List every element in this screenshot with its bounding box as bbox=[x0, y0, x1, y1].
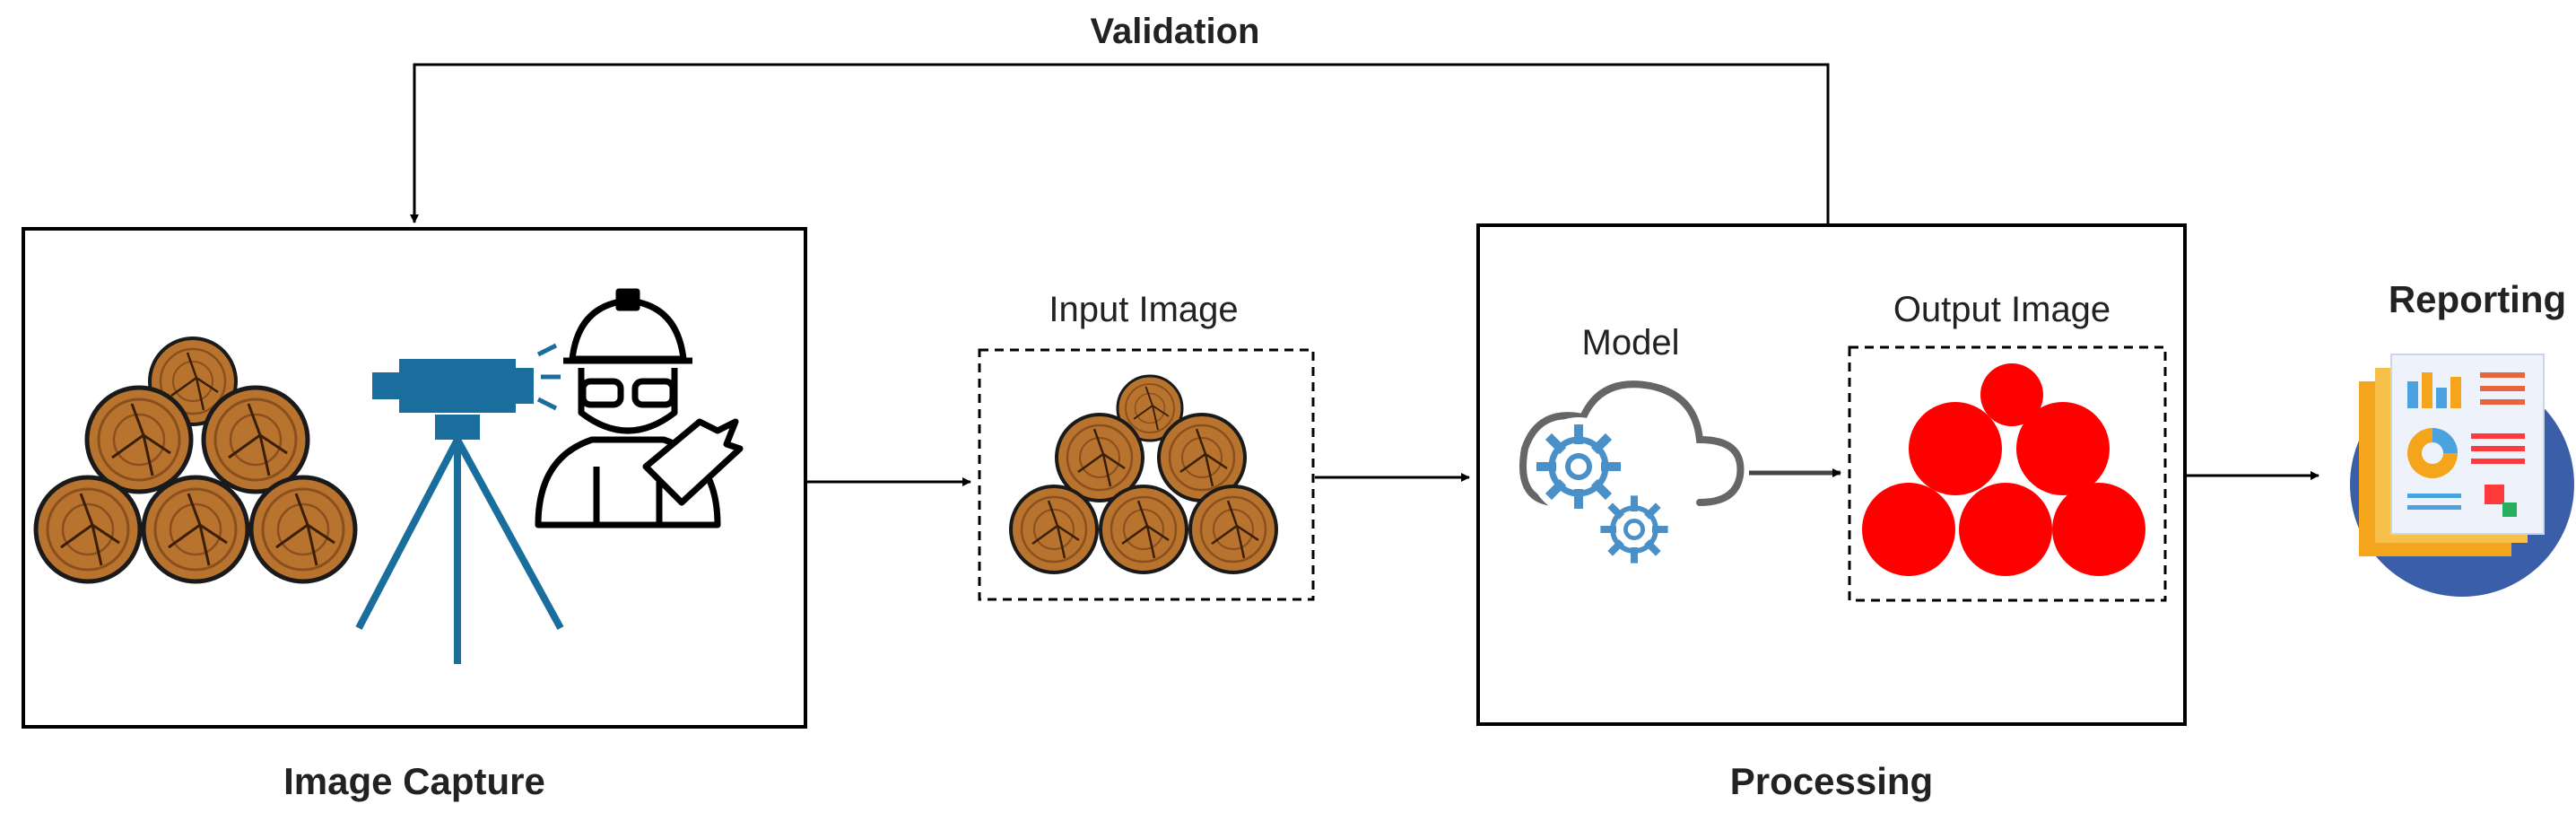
validation-connector bbox=[410, 63, 1830, 224]
input-log-pile-icon bbox=[1009, 374, 1278, 574]
output-image-label: Output Image bbox=[1893, 290, 2110, 329]
worker-with-hardhat-icon bbox=[535, 288, 744, 529]
input-image-label: Input Image bbox=[1049, 290, 1238, 329]
report-document-icon bbox=[2350, 354, 2574, 597]
segmented-logs-icon bbox=[1862, 363, 2145, 576]
cloud-gears-icon bbox=[1519, 380, 1745, 565]
reporting-label: Reporting bbox=[2389, 278, 2566, 320]
processing-label: Processing bbox=[1730, 760, 1933, 802]
camera-on-tripod-icon bbox=[355, 343, 564, 664]
image-capture-label: Image Capture bbox=[283, 760, 545, 802]
model-label: Model bbox=[1582, 323, 1680, 363]
validation-label: Validation bbox=[1091, 12, 1260, 51]
output-image-frame bbox=[1848, 345, 2167, 602]
input-image-frame bbox=[978, 348, 1315, 601]
